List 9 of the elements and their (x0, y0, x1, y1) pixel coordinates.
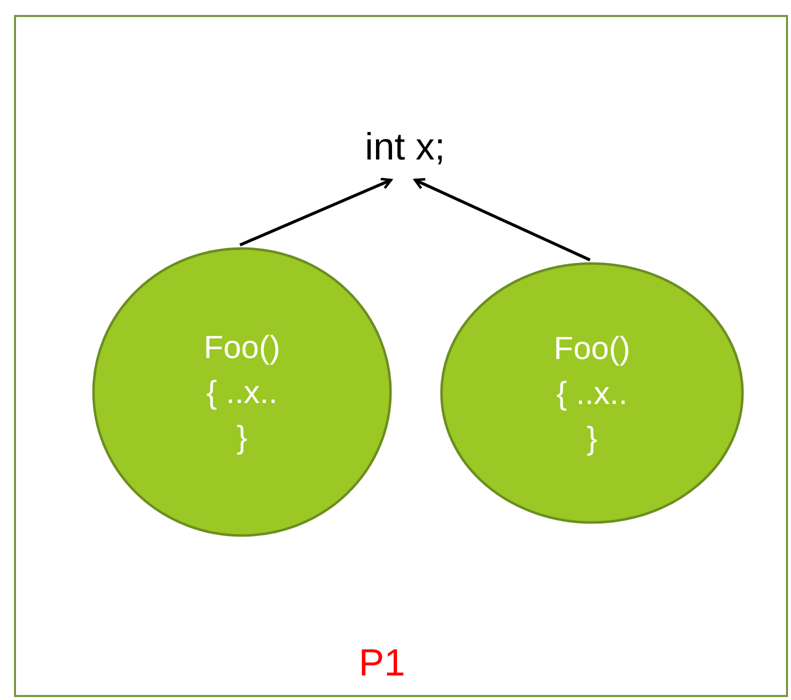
function-circle (92, 247, 392, 537)
function-circle (440, 262, 744, 524)
arrow (239, 178, 392, 246)
code-text: Foo(){ ..x.. } (554, 328, 630, 458)
arrow (414, 178, 591, 262)
process-label: P1 (358, 642, 406, 686)
code-text: Foo(){ ..x.. } (204, 328, 280, 457)
code-text: int x; (364, 126, 446, 170)
process-frame (14, 15, 788, 697)
